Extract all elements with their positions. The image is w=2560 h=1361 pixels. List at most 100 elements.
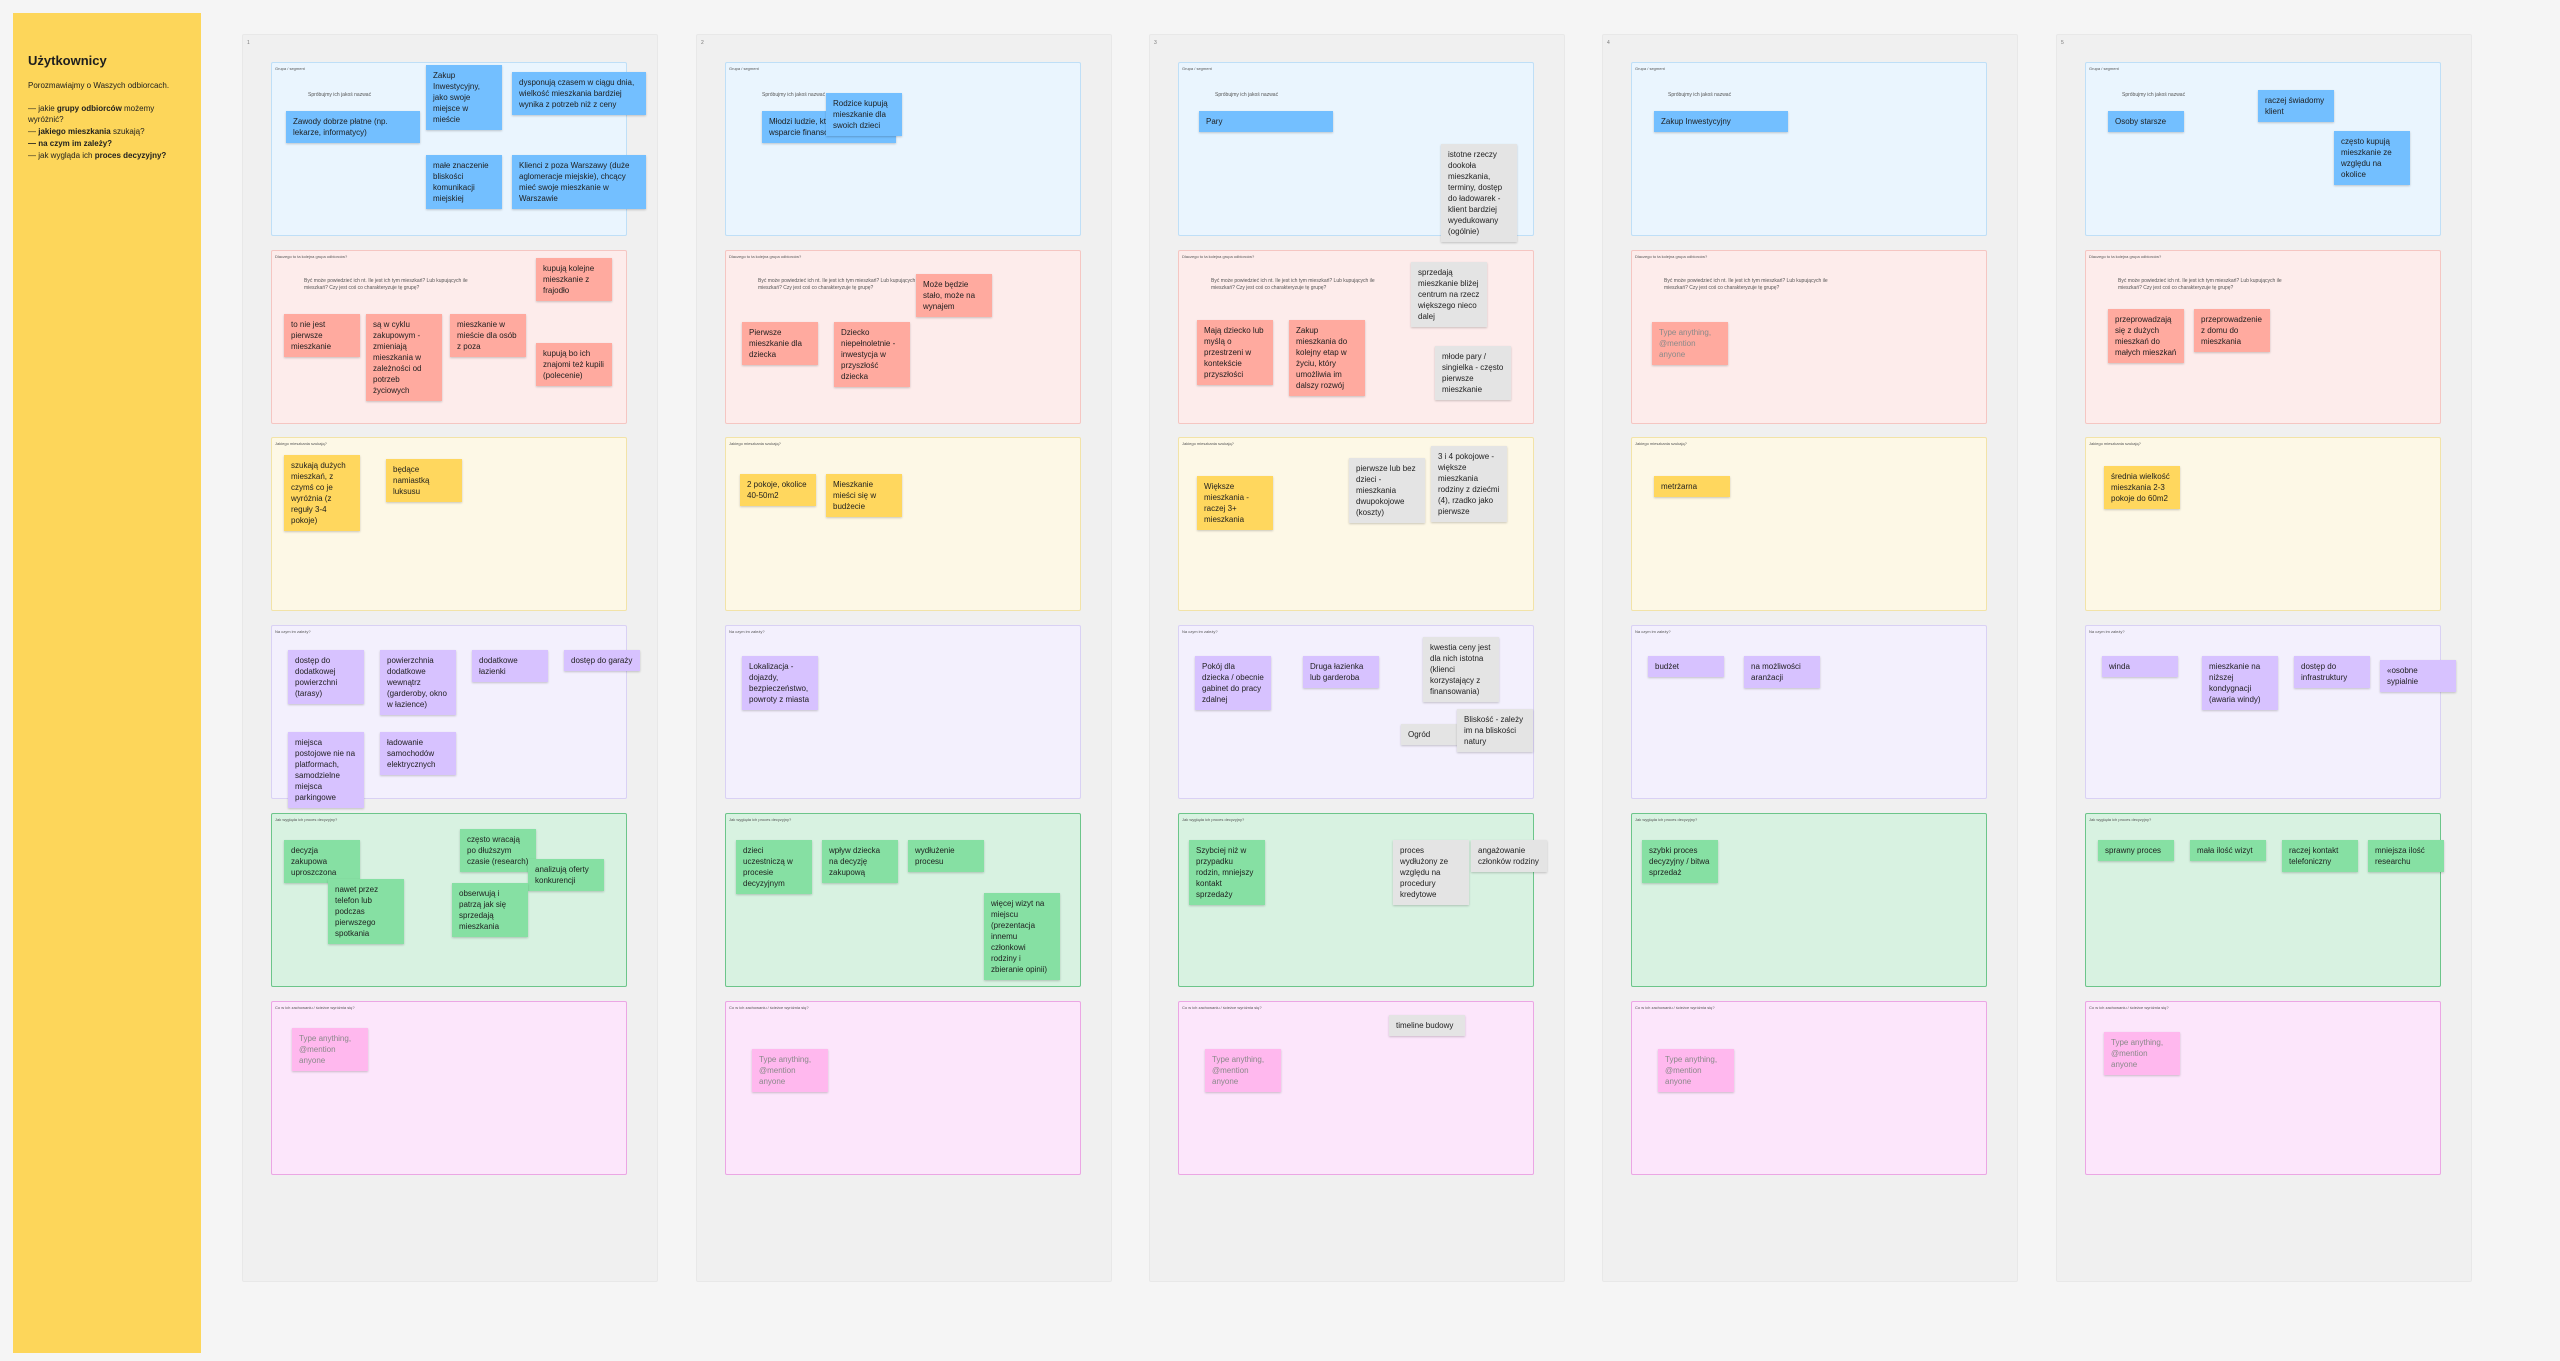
- sticky-note[interactable]: Zakup Inwestycyjny: [1654, 111, 1788, 132]
- section-distinctive[interactable]: Co w ich zachowaniu / ścieżce wyróżnia s…: [1178, 1001, 1534, 1175]
- section-reasons[interactable]: Dlaczego to ta kolejna grupa odbiorców?B…: [271, 250, 627, 424]
- sticky-note[interactable]: wydłużenie procesu: [908, 840, 984, 872]
- section-apartment[interactable]: Jakiego mieszkania szukają?Większe miesz…: [1178, 437, 1534, 611]
- sticky-note[interactable]: Zawody dobrze płatne (np. lekarze, infor…: [286, 111, 420, 143]
- section-reasons[interactable]: Dlaczego to ta kolejna grupa odbiorców?B…: [2085, 250, 2441, 424]
- sticky-note[interactable]: kupują bo ich znajomi też kupili (polece…: [536, 343, 612, 386]
- section-apartment[interactable]: Jakiego mieszkania szukają?szukają dużyc…: [271, 437, 627, 611]
- sticky-note[interactable]: młode pary / singielka - często pierwsze…: [1435, 346, 1511, 400]
- section-priorities[interactable]: Na czym im zależy?dostęp do dodatkowej p…: [271, 625, 640, 808]
- section-priorities[interactable]: Na czym im zależy?Lokalizacja - dojazdy,…: [725, 625, 1081, 799]
- sticky-note[interactable]: sprzedają mieszkanie bliżej centrum na r…: [1411, 262, 1487, 327]
- sticky-note[interactable]: małe znaczenie bliskości komunikacji mie…: [426, 155, 502, 209]
- sticky-note[interactable]: dostęp do garaży: [564, 650, 640, 671]
- sticky-note[interactable]: Szybciej niż w przypadku rodzin, mniejsz…: [1189, 840, 1265, 905]
- sticky-note[interactable]: Type anything, @mention anyone: [1205, 1049, 1281, 1092]
- sticky-note[interactable]: decyzja zakupowa uproszczona: [284, 840, 360, 883]
- sticky-note[interactable]: Type anything, @mention anyone: [752, 1049, 828, 1092]
- sticky-note[interactable]: kwestia ceny jest dla nich istotna (klie…: [1423, 637, 1499, 702]
- sticky-note[interactable]: Rodzice kupują mieszkanie dla swoich dzi…: [826, 93, 902, 136]
- sticky-note[interactable]: Type anything, @mention anyone: [292, 1028, 368, 1071]
- section-priorities[interactable]: Na czym im zależy?Pokój dla dziecka / ob…: [1178, 625, 1534, 799]
- sticky-note[interactable]: często kupują mieszkanie ze względu na o…: [2334, 131, 2410, 185]
- sticky-note[interactable]: miejsca postojowe nie na platformach, sa…: [288, 732, 364, 808]
- sticky-note[interactable]: Type anything, @mention anyone: [1658, 1049, 1734, 1092]
- section-distinctive[interactable]: Co w ich zachowaniu / ścieżce wyróżnia s…: [271, 1001, 627, 1175]
- sticky-note[interactable]: sprawny proces: [2098, 840, 2174, 861]
- sticky-note[interactable]: powierzchnia dodatkowe wewnątrz (gardero…: [380, 650, 456, 715]
- section-decision-process[interactable]: Jak wygląda ich proces decyzyjny?sprawny…: [2085, 813, 2444, 987]
- sticky-note[interactable]: raczej kontakt telefoniczny: [2282, 840, 2358, 872]
- sticky-note[interactable]: angażowanie członków rodziny: [1471, 840, 1547, 872]
- sticky-note[interactable]: dzieci uczestniczą w procesie decyzyjnym: [736, 840, 812, 894]
- sticky-note[interactable]: przeprowadzają się z dużych mieszkań do …: [2108, 309, 2184, 363]
- sticky-note[interactable]: Większe mieszkania - raczej 3+ mieszkani…: [1197, 476, 1273, 530]
- sticky-note[interactable]: mieszkanie na niższej kondygnacji (awari…: [2202, 656, 2278, 710]
- sticky-note[interactable]: często wracają po dłuższym czasie (resea…: [460, 829, 536, 872]
- sticky-note[interactable]: dostęp do dodatkowej powierzchni (tarasy…: [288, 650, 364, 704]
- sticky-note[interactable]: Klienci z poza Warszawy (duże aglomeracj…: [512, 155, 646, 209]
- sticky-note[interactable]: nawet przez telefon lub podczas pierwsze…: [328, 879, 404, 944]
- sticky-note[interactable]: szybki proces decyzyjny / bitwa sprzedaż: [1642, 840, 1718, 883]
- section-decision-process[interactable]: Jak wygląda ich proces decyzyjny?Szybcie…: [1178, 813, 1547, 987]
- sticky-note[interactable]: raczej świadomy klient: [2258, 90, 2334, 122]
- sticky-note[interactable]: Pierwsze mieszkanie dla dziecka: [742, 322, 818, 365]
- sticky-note[interactable]: Zakup mieszkania do kolejny etap w życiu…: [1289, 320, 1365, 396]
- sticky-note[interactable]: Druga łazienka lub garderoba: [1303, 656, 1379, 688]
- sticky-note[interactable]: Lokalizacja - dojazdy, bezpieczeństwo, p…: [742, 656, 818, 710]
- sticky-note[interactable]: «osobne sypialnie: [2380, 660, 2456, 692]
- section-decision-process[interactable]: Jak wygląda ich proces decyzyjny?szybki …: [1631, 813, 1987, 987]
- sticky-note[interactable]: Mają dziecko lub myślą o przestrzeni w k…: [1197, 320, 1273, 385]
- sticky-note[interactable]: kupują kolejne mieszkanie z frajodło: [536, 258, 612, 301]
- section-apartment[interactable]: Jakiego mieszkania szukają?2 pokoje, oko…: [725, 437, 1081, 611]
- sticky-note[interactable]: 3 i 4 pokojowe - większe mieszkania rodz…: [1431, 446, 1507, 522]
- sticky-note[interactable]: mieszkanie w mieście dla osób z poza: [450, 314, 526, 357]
- sticky-note[interactable]: Pary: [1199, 111, 1333, 132]
- sticky-note[interactable]: metrżarna: [1654, 476, 1730, 497]
- sticky-note[interactable]: Mieszkanie mieści się w budżecie: [826, 474, 902, 517]
- sticky-note[interactable]: są w cyklu zakupowym - zmieniają mieszka…: [366, 314, 442, 401]
- sticky-note[interactable]: obserwują i patrzą jak się sprzedają mie…: [452, 883, 528, 937]
- section-distinctive[interactable]: Co w ich zachowaniu / ścieżce wyróżnia s…: [2085, 1001, 2441, 1175]
- sticky-note[interactable]: Type anything, @mention anyone: [2104, 1032, 2180, 1075]
- section-apartment[interactable]: Jakiego mieszkania szukają?metrżarna: [1631, 437, 1987, 611]
- sticky-note[interactable]: Zakup Inwestycyjny, jako swoje miejsce w…: [426, 65, 502, 130]
- section-reasons[interactable]: Dlaczego to ta kolejna grupa odbiorców?B…: [725, 250, 1081, 424]
- sticky-note[interactable]: mniejsza ilość researchu: [2368, 840, 2444, 872]
- sticky-note[interactable]: timeline budowy: [1389, 1015, 1465, 1036]
- sticky-note[interactable]: mała ilość wizyt: [2190, 840, 2266, 861]
- section-distinctive[interactable]: Co w ich zachowaniu / ścieżce wyróżnia s…: [1631, 1001, 1987, 1175]
- sticky-note[interactable]: analizują oferty konkurencji: [528, 859, 604, 891]
- sticky-note[interactable]: szukają dużych mieszkań, z czymś co je w…: [284, 455, 360, 531]
- sticky-note[interactable]: Dziecko niepełnoletnie - inwestycja w pr…: [834, 322, 910, 387]
- sticky-note[interactable]: Type anything, @mention anyone: [1652, 322, 1728, 365]
- sticky-note[interactable]: pierwsze lub bez dzieci - mieszkania dwu…: [1349, 458, 1425, 523]
- sticky-note[interactable]: to nie jest pierwsze mieszkanie: [284, 314, 360, 357]
- section-decision-process[interactable]: Jak wygląda ich proces decyzyjny?dzieci …: [725, 813, 1081, 987]
- sticky-note[interactable]: dodatkowe łazienki: [472, 650, 548, 682]
- section-apartment[interactable]: Jakiego mieszkania szukają?średnia wielk…: [2085, 437, 2441, 611]
- sticky-note[interactable]: Bliskość - zależy im na bliskości natury: [1457, 709, 1533, 752]
- sticky-note[interactable]: będące namiastką luksusu: [386, 459, 462, 502]
- sticky-note[interactable]: wpływ dziecka na decyzję zakupową: [822, 840, 898, 883]
- sticky-note[interactable]: ładowanie samochodów elektrycznych: [380, 732, 456, 775]
- sticky-note[interactable]: Osoby starsze: [2108, 111, 2184, 132]
- section-reasons[interactable]: Dlaczego to ta kolejna grupa odbiorców?B…: [1631, 250, 1987, 424]
- sticky-note[interactable]: proces wydłużony ze względu na procedury…: [1393, 840, 1469, 905]
- sticky-note[interactable]: istotne rzeczy dookoła mieszkania, termi…: [1441, 144, 1517, 242]
- sticky-note[interactable]: przeprowadzenie z domu do mieszkania: [2194, 309, 2270, 352]
- sticky-note[interactable]: Może będzie stało, może na wynajem: [916, 274, 992, 317]
- section-reasons[interactable]: Dlaczego to ta kolejna grupa odbiorców?B…: [1178, 250, 1534, 424]
- sticky-note[interactable]: więcej wizyt na miejscu (prezentacja inn…: [984, 893, 1060, 980]
- sticky-note[interactable]: na możliwości aranżacji: [1744, 656, 1820, 688]
